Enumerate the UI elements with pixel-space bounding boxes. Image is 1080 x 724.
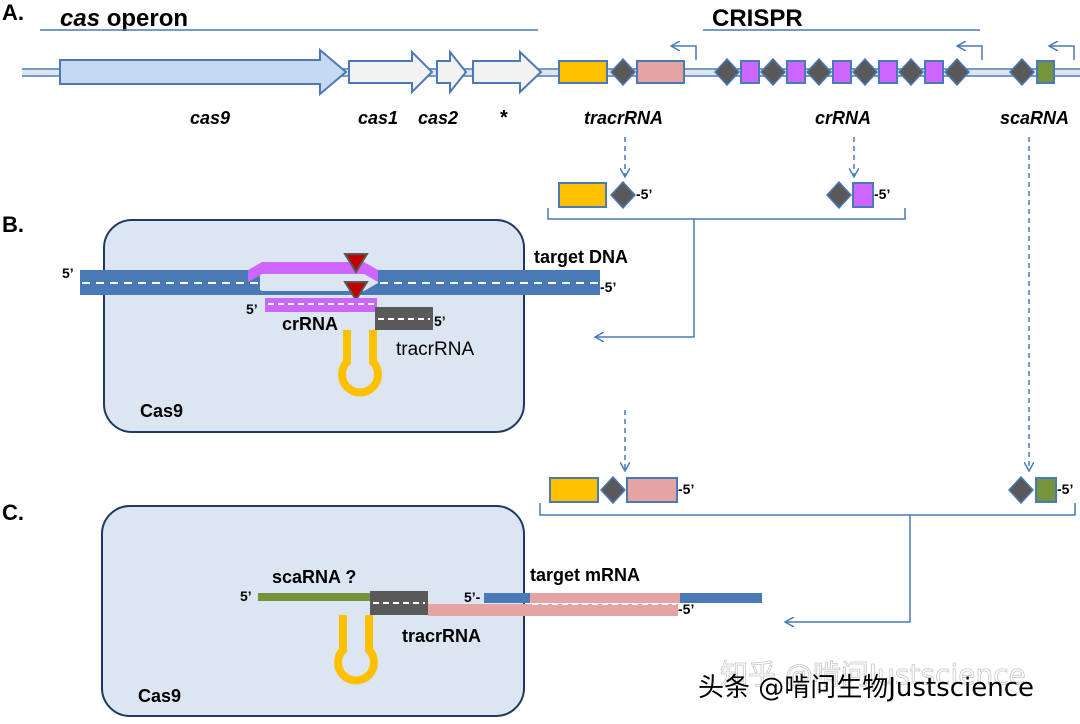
cas1-gene-arrow — [348, 49, 434, 95]
tracr-5prime-b: 5’ — [434, 313, 446, 329]
cas9-label-b: Cas9 — [140, 401, 183, 421]
cas9-label: cas9 — [190, 108, 230, 128]
tracrRNA-gene-label: tracrRNA — [584, 108, 663, 128]
watermark-front: 头条 @啃问生物Justscience — [698, 673, 1034, 703]
repeat-diamond — [1007, 475, 1035, 505]
cas9-label-c: Cas9 — [138, 686, 181, 706]
dna-5prime-left: 5’ — [62, 265, 74, 281]
cas1-label: cas1 — [358, 108, 398, 128]
spacer-purple-box — [832, 60, 852, 84]
svg-text:cas operon: cas operon — [60, 5, 188, 32]
crRNA-transcript-5prime: -5’ — [874, 186, 890, 202]
spacer-purple-box — [878, 60, 898, 84]
scaRNA-5prime: 5’ — [240, 588, 252, 604]
spacer-purple-box — [786, 60, 806, 84]
tracrRNA-label-c: tracrRNA — [402, 626, 481, 646]
target-dna-label: target DNA — [534, 247, 628, 267]
scaRNA-promoter-arrow — [1050, 46, 1075, 60]
tracr-hairpin-c — [334, 615, 378, 685]
unknown-gene-arrow — [472, 49, 543, 95]
panel-a-label: A. — [2, 0, 24, 25]
repeat-diamond — [943, 57, 971, 87]
bracket-to-panel-b — [547, 208, 906, 337]
repeat-diamond — [825, 180, 853, 210]
cas9-gene-arrow — [59, 47, 348, 97]
repeat-diamond — [609, 180, 637, 210]
scaRNA-label-c: scaRNA ? — [272, 567, 356, 587]
tracrRNA-label-b: tracrRNA — [396, 339, 474, 360]
cas-operon-header: cas operon — [40, 5, 538, 32]
target-mRNA-label: target mRNA — [530, 565, 640, 585]
crRNA-label-b: crRNA — [282, 314, 338, 334]
target-dna-duplex — [80, 262, 600, 295]
repeat-diamond — [609, 57, 637, 87]
target-mRNA-right — [680, 593, 762, 603]
unknown-gene-label: * — [500, 107, 508, 129]
repeat-diamond — [805, 57, 833, 87]
crispr-array — [713, 57, 971, 87]
panel-b-label: B. — [2, 212, 24, 237]
repeat-diamond — [1008, 57, 1036, 87]
panel-c-label: C. — [2, 500, 24, 525]
tracrRNA-gene-box — [558, 60, 608, 84]
operon-italic: cas — [60, 5, 100, 32]
repeat-diamond — [897, 57, 925, 87]
scaRNA-gene-label: scaRNA — [1000, 108, 1069, 128]
spacer-purple-box — [740, 60, 760, 84]
spacer-box — [636, 60, 685, 84]
spacer-strand-c — [428, 604, 678, 616]
target-mRNA-left — [484, 593, 530, 603]
tracr-hairpin-b — [338, 330, 382, 397]
scaRNA-gene-box — [1036, 60, 1055, 84]
scaRNA-strand — [258, 593, 372, 601]
tracr-transcript-5prime-c: -5’ — [678, 481, 694, 497]
dna-5prime-right: -5’ — [600, 279, 616, 295]
spacer-5prime-c: -5’ — [678, 601, 694, 617]
spacer-purple-box — [924, 60, 944, 84]
tracr-transcript-box-c — [549, 477, 599, 503]
crispr-label: CRISPR — [712, 5, 803, 32]
repeat-diamond — [713, 57, 741, 87]
target-mRNA-paired — [530, 593, 680, 603]
repeat-diamond — [759, 57, 787, 87]
tracr-transcript-5prime: -5’ — [636, 186, 652, 202]
repeat-diamond — [599, 475, 627, 505]
crispr-header: CRISPR — [703, 5, 980, 32]
tracr-promoter-arrow — [672, 46, 697, 60]
mRNA-5prime: 5’- — [464, 589, 481, 605]
scaRNA-transcript-5prime: -5’ — [1057, 481, 1073, 497]
spacer-transcript-box-c — [626, 477, 678, 503]
tracr-transcript-box — [558, 182, 607, 208]
cas2-label: cas2 — [418, 108, 458, 128]
scaRNA-transcript-box — [1035, 477, 1057, 503]
cleavage-site-icon — [343, 253, 369, 274]
repeat-diamond — [851, 57, 879, 87]
cleavage-site-icon — [343, 281, 369, 302]
cas2-gene-arrow — [436, 49, 468, 95]
crRNA-gene-label: crRNA — [815, 108, 871, 128]
operon-label: operon — [100, 5, 188, 32]
crRNA-5prime: 5’ — [246, 301, 258, 317]
bracket-to-panel-c — [539, 503, 1076, 622]
crRNA-transcript-box — [852, 182, 874, 208]
crispr-promoter-arrow — [958, 46, 983, 60]
watermark-back: 知乎 @啃问Justscience — [720, 658, 1026, 691]
